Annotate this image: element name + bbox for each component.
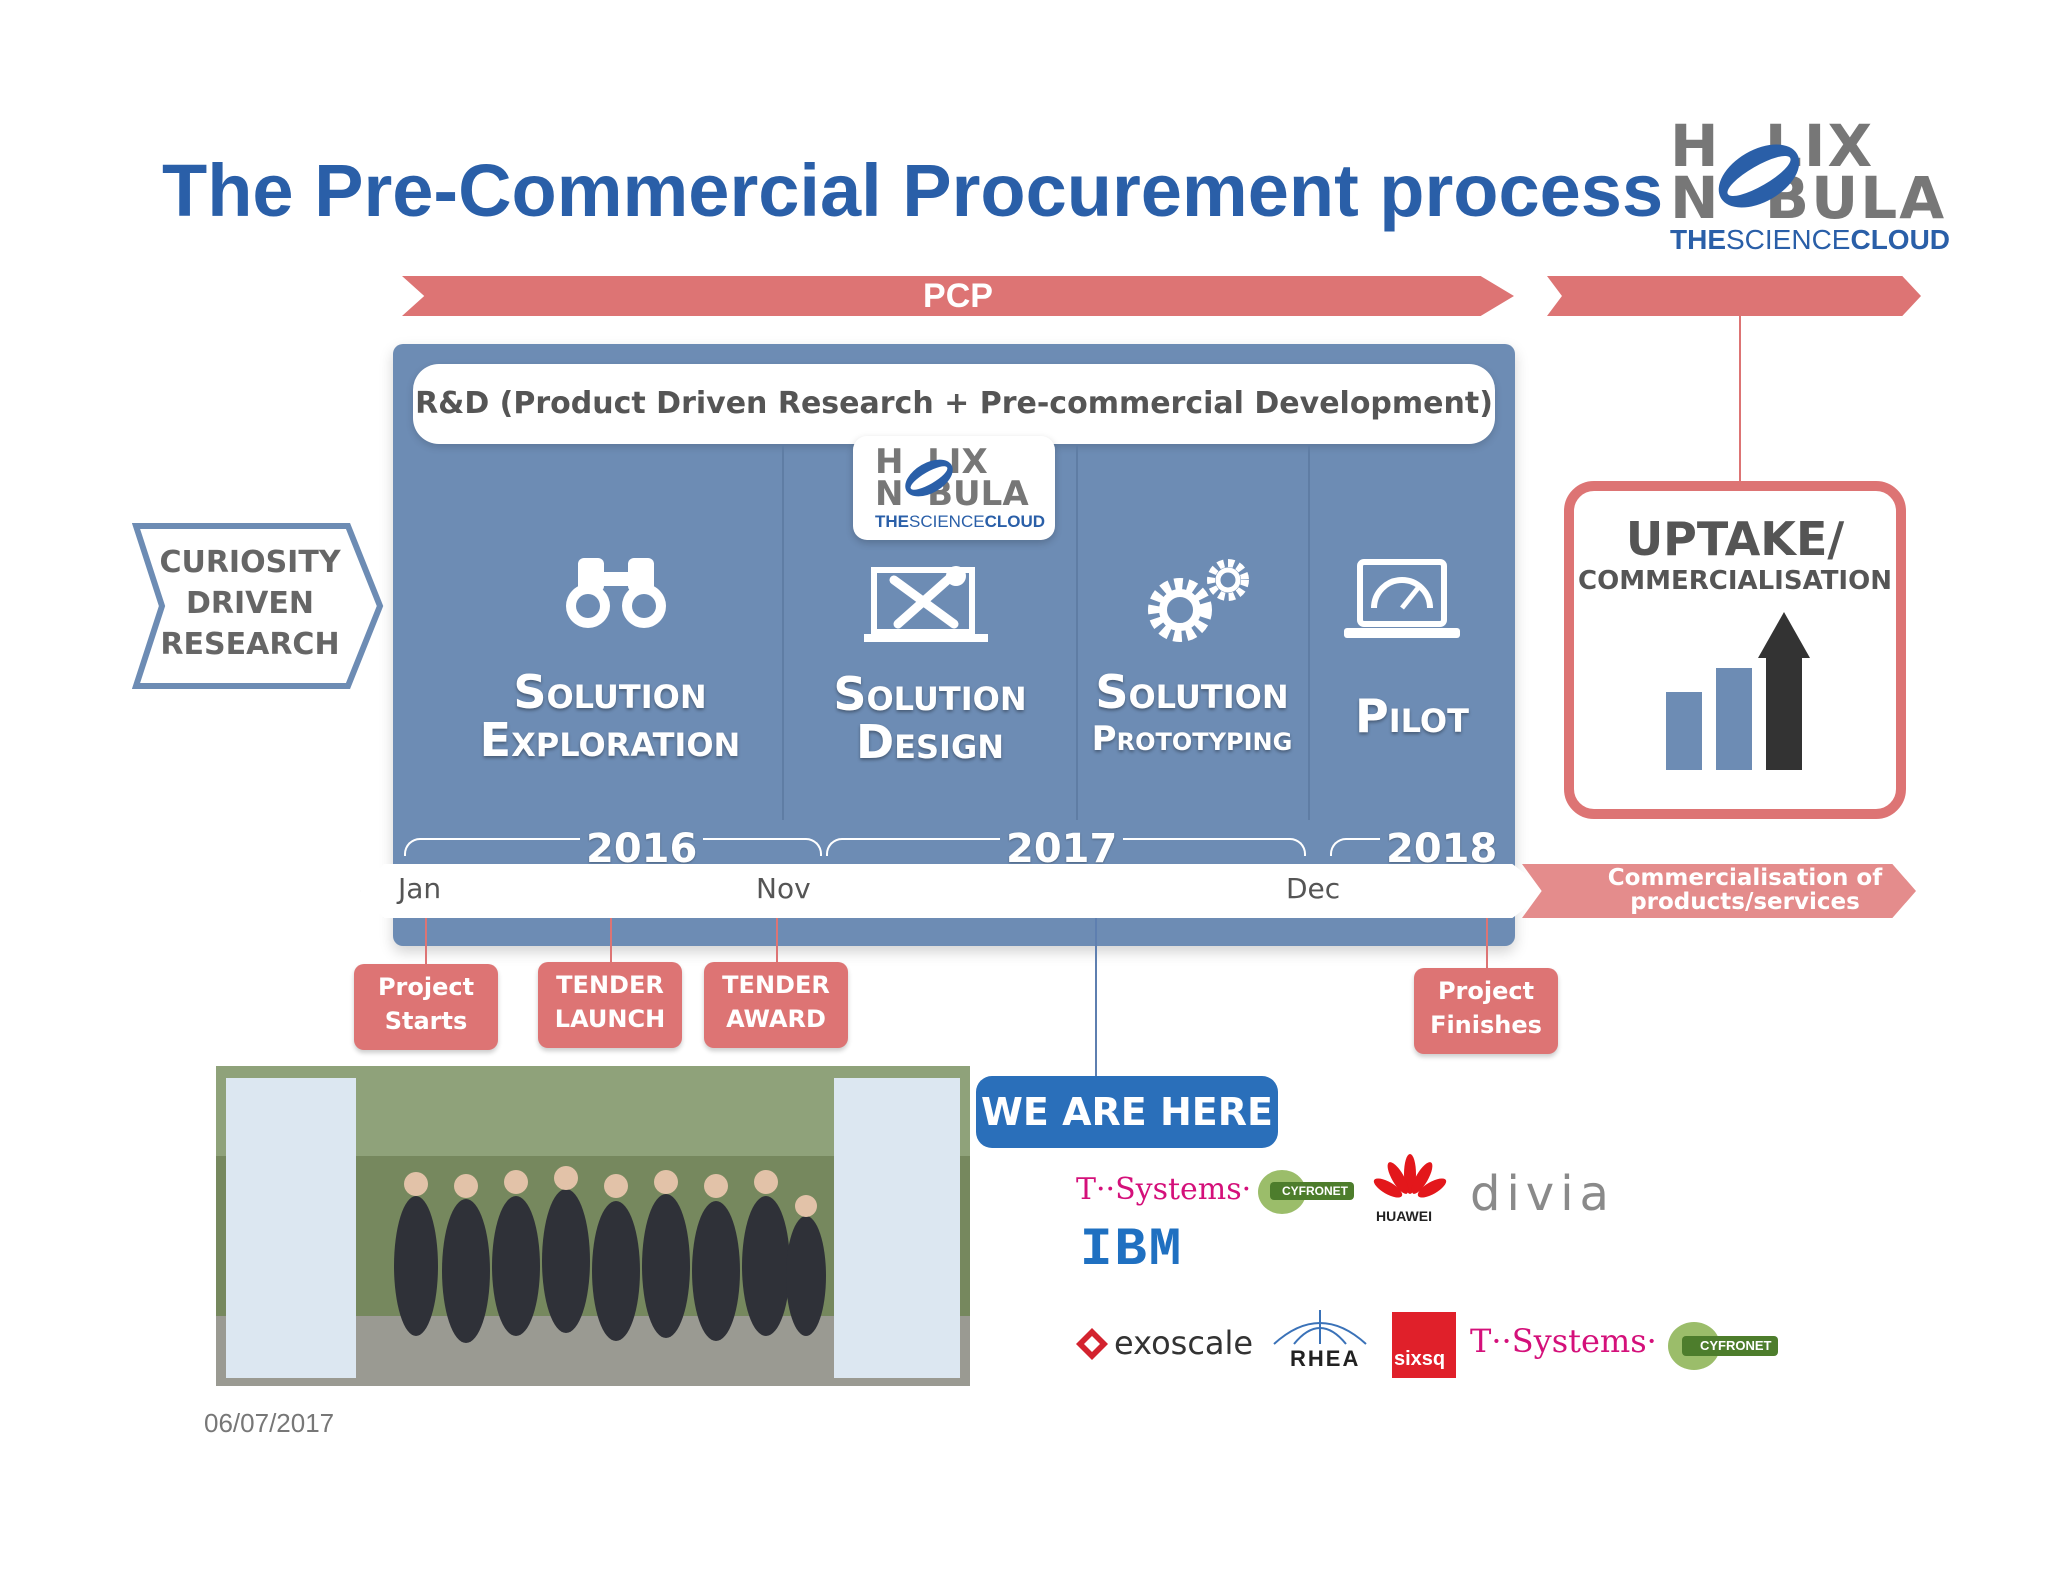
milestone-line2: Finishes <box>1430 1011 1542 1039</box>
commercial-arrow-top <box>1547 276 1921 316</box>
phase-solution-design: Solution Design <box>790 670 1070 767</box>
milestone-line2: AWARD <box>726 1005 826 1033</box>
milestone-tender-award: TENDER AWARD <box>704 962 848 1048</box>
commercialisation-line2: products/services <box>1630 889 1860 915</box>
binoculars-icon <box>566 558 666 628</box>
milestone-line1: Project <box>1437 977 1535 1005</box>
milestone-project-finishes: Project Finishes <box>1414 968 1558 1054</box>
cyfronet-logo: CYFRONET <box>1256 1166 1356 1216</box>
huawei-label: HUAWEI <box>1376 1208 1432 1224</box>
ibm-logo: IBM <box>1080 1220 1184 1281</box>
huawei-petals-icon <box>1373 1154 1447 1198</box>
curiosity-line2: DRIVEN <box>186 586 314 621</box>
center-logo-swoosh-icon <box>905 459 953 497</box>
uptake-line2: COMMERCIALISATION <box>1578 566 1892 596</box>
uptake-connector <box>1739 316 1741 481</box>
huawei-logo: HUAWEI <box>1372 1152 1448 1226</box>
commercialisation-arrow <box>1522 864 1916 918</box>
center-logo-card: H LIX N BULA THESCIENCECLOUD <box>853 436 1055 540</box>
milestone-connector <box>1486 918 1488 968</box>
cyfronet-label-2: CYFRONET <box>1700 1338 1772 1353</box>
phase-label-line1: Solution <box>513 665 707 719</box>
growth-chart-icon <box>1666 612 1810 770</box>
cyfronet-label: CYFRONET <box>1282 1184 1348 1198</box>
milestone-line1: Project <box>377 973 475 1001</box>
phase-label-line1: Solution <box>833 667 1027 721</box>
we-are-here-badge: WE ARE HERE <box>976 1076 1278 1148</box>
phase-label-line2: Design <box>855 715 1005 770</box>
timeline-dec: Dec <box>1286 872 1341 905</box>
milestone-line2: LAUNCH <box>554 1005 666 1033</box>
milestone-tender-launch: TENDER LAUNCH <box>538 962 682 1048</box>
laptop-gauge-icon <box>1344 559 1460 638</box>
commercialisation-label: Commercialisation of products/services <box>1560 866 1930 914</box>
milestone-line1: TENDER <box>556 971 664 999</box>
cyfronet-logo-2: CYFRONET <box>1666 1318 1782 1374</box>
exoscale-diamond-icon <box>1076 1328 1108 1360</box>
phase-divider <box>1308 445 1310 820</box>
we-are-here-connector <box>1095 918 1097 1076</box>
rhea-label: RHEA <box>1290 1346 1361 1371</box>
milestone-line2: Starts <box>384 1007 468 1035</box>
uptake-title: UPTAKE/ COMMERCIALISATION <box>1574 512 1896 596</box>
phase-divider <box>1076 445 1078 820</box>
curiosity-line1: CURIOSITY <box>159 545 341 580</box>
milestone-line1: TENDER <box>722 971 830 999</box>
cyfronet-globe-icon <box>1668 1322 1778 1370</box>
sixsq-label: sixsq <box>1394 1348 1446 1370</box>
uptake-box <box>1564 481 1906 819</box>
sixsq-logo: sixsq <box>1392 1312 1456 1378</box>
logo-tagline-cloud: CLOUD <box>1850 224 1951 255</box>
exoscale-label: exoscale <box>1114 1324 1254 1362</box>
timeline-jan: Jan <box>398 872 442 905</box>
center-logo-the: THE <box>875 512 909 531</box>
center-logo-line2: N BULA <box>875 474 1029 514</box>
pcp-arrow <box>402 276 1514 316</box>
phase-solution-exploration: Solution Exploration <box>440 668 780 765</box>
uptake-line1: UPTAKE/ <box>1625 512 1845 566</box>
page-title: The Pre-Commercial Procurement process <box>162 149 1664 232</box>
phase-divider <box>782 445 784 820</box>
logo-tagline-science: SCIENCE <box>1726 224 1851 255</box>
rd-label: R&D (Product Driven Research + Pre-comme… <box>413 364 1495 444</box>
group-photo <box>216 1066 970 1386</box>
logo-tagline-the: THE <box>1670 224 1726 255</box>
curiosity-line3: RESEARCH <box>160 627 340 662</box>
curiosity-arrow <box>132 523 384 689</box>
logo-swoosh-icon <box>1718 144 1800 208</box>
pcp-label: PCP <box>923 277 993 315</box>
design-tools-icon <box>864 566 988 642</box>
milestone-project-starts: Project Starts <box>354 964 498 1050</box>
rhea-logo: RHEA <box>1270 1306 1370 1380</box>
exoscale-logo: exoscale <box>1074 1320 1254 1370</box>
tsystems-logo-2: T··Systems· <box>1470 1322 1657 1360</box>
phase-label-line1: Solution <box>1095 665 1289 719</box>
timeline-arrow <box>360 864 1548 918</box>
phase-label-line2: Exploration <box>479 713 741 768</box>
divia-logo: divia <box>1470 1166 1615 1222</box>
rhea-arc-icon <box>1273 1310 1367 1345</box>
timeline-nov: Nov <box>756 872 811 905</box>
cyfronet-globe-icon <box>1258 1170 1354 1214</box>
phase-pilot: Pilot <box>1312 689 1512 743</box>
center-logo-cloud: CLOUD <box>984 512 1046 531</box>
center-logo-science: SCIENCE <box>909 512 985 531</box>
gears-icon <box>1148 559 1249 642</box>
phase-label-line1: Pilot <box>1355 689 1469 743</box>
tsystems-logo: T··Systems· <box>1076 1172 1252 1207</box>
commercialisation-line1: Commercialisation of <box>1607 865 1883 891</box>
phase-label-line2: Prototyping <box>1091 719 1293 760</box>
group-photo-image <box>216 1066 970 1386</box>
slide-date: 06/07/2017 <box>204 1408 335 1438</box>
helix-nebula-logo: H LIX N BULA THESCIENCECLOUD <box>1664 110 1950 260</box>
phase-solution-prototyping: Solution Prototyping <box>1080 668 1304 758</box>
milestone-connector <box>425 918 427 964</box>
curiosity-label: CURIOSITY DRIVEN RESEARCH <box>150 542 350 665</box>
milestone-connector <box>776 918 778 964</box>
milestone-connector <box>610 918 612 964</box>
